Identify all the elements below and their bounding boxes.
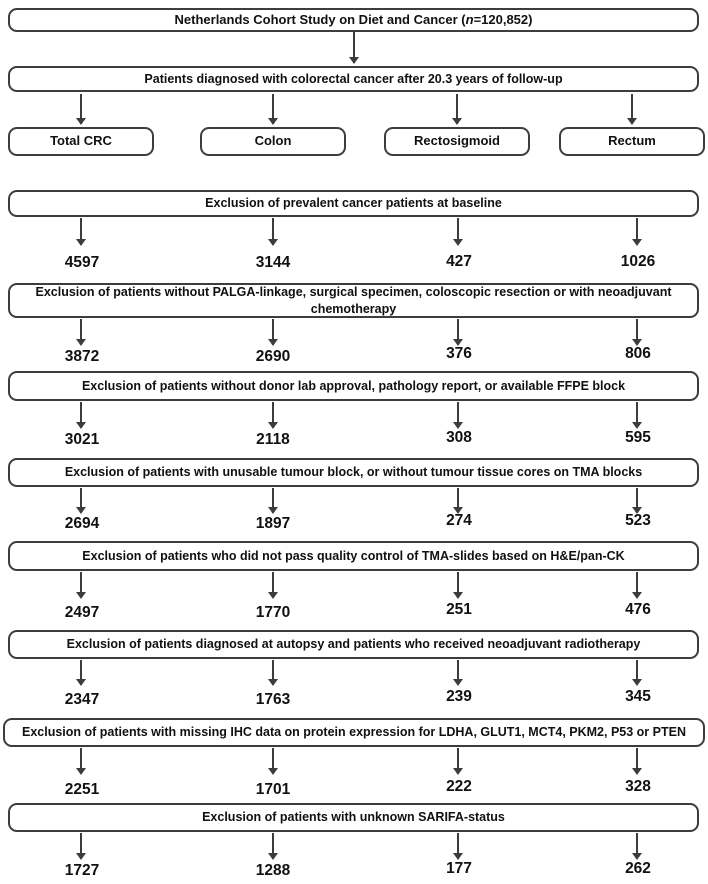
diagnosis-label: Patients diagnosed with colorectal cance… [144,71,563,86]
count-value: 1727 [64,862,100,879]
flow-arrow-icon [626,94,638,125]
column-label: Total CRC [50,133,112,149]
exclusion-step-box: Exclusion of prevalent cancer patients a… [8,190,699,217]
count-value: 427 [446,253,472,270]
column-header-total-crc: Total CRC [8,127,154,156]
exclusion-label: Exclusion of patients with unusable tumo… [64,465,643,480]
count-value: 1701 [255,781,291,798]
flow-arrow-icon [451,94,463,125]
flow-arrow-icon [75,402,87,429]
flow-arrow-icon [348,32,360,64]
flow-arrow-icon [267,319,279,346]
study-title-suffix: =120,852) [473,11,533,27]
column-header-rectum: Rectum [559,127,705,156]
count-value: 2690 [255,348,291,365]
exclusion-label: Exclusion of patients without donor lab … [81,378,626,393]
column-label: Colon [254,133,292,149]
flow-arrow-icon [452,402,464,429]
count-value: 308 [446,429,472,446]
exclusion-step-box: Exclusion of patients without PALGA-link… [8,283,699,318]
study-title-prefix: Netherlands Cohort Study on Diet and Can… [174,11,466,27]
exclusion-step-box: Exclusion of patients with unknown SARIF… [8,803,699,832]
flow-arrow-icon [75,572,87,599]
column-label: Rectosigmoid [414,133,500,149]
count-value: 476 [625,601,651,618]
diagnosis-box: Patients diagnosed with colorectal cance… [8,66,699,92]
flow-arrow-icon [75,218,87,246]
flow-arrow-icon [267,572,279,599]
count-value: 2497 [64,604,100,621]
count-value: 1763 [255,691,291,708]
count-value: 222 [446,778,472,795]
exclusion-label: Exclusion of patients without PALGA-link… [35,285,672,316]
exclusion-label: Exclusion of patients who did not pass q… [82,548,625,563]
column-header-rectosigmoid: Rectosigmoid [384,127,530,156]
flow-arrow-icon [452,833,464,860]
count-value: 3872 [64,348,100,365]
flow-arrow-icon [75,319,87,346]
flow-arrow-icon [75,748,87,775]
flow-arrow-icon [267,94,279,125]
count-value: 177 [446,860,472,877]
flow-arrow-icon [631,218,643,246]
flow-arrow-icon [452,218,464,246]
flow-arrow-icon [75,660,87,686]
count-value: 2118 [256,431,290,448]
study-population-box: Netherlands Cohort Study on Diet and Can… [8,8,699,32]
flow-arrow-icon [631,748,643,775]
count-value: 1288 [255,862,291,879]
exclusion-step-box: Exclusion of patients who did not pass q… [8,541,699,571]
exclusion-step-box: Exclusion of patients with unusable tumo… [8,458,699,487]
count-value: 1770 [255,604,291,621]
exclusion-step-box: Exclusion of patients diagnosed at autop… [8,630,699,659]
count-value: 595 [625,429,651,446]
flow-arrow-icon [631,402,643,429]
flow-arrow-icon [452,572,464,599]
exclusion-label: Exclusion of prevalent cancer patients a… [205,196,502,211]
count-value: 3021 [64,431,100,448]
exclusion-label: Exclusion of patients with unknown SARIF… [202,810,505,825]
flow-arrow-icon [631,833,643,860]
count-value: 2694 [64,515,100,532]
count-value: 251 [446,601,472,618]
exclusion-step-box: Exclusion of patients with missing IHC d… [3,718,705,747]
count-value: 1897 [255,515,291,532]
count-value: 806 [625,345,651,362]
flow-arrow-icon [75,94,87,125]
flow-arrow-icon [452,660,464,686]
flow-arrow-icon [267,833,279,860]
flow-arrow-icon [631,660,643,686]
flow-arrow-icon [267,748,279,775]
exclusion-step-box: Exclusion of patients without donor lab … [8,371,699,401]
count-value: 2251 [64,781,100,798]
count-value: 239 [446,688,472,705]
flow-arrow-icon [267,402,279,429]
count-value: 2347 [64,691,100,708]
count-value: 523 [625,512,651,529]
flow-arrow-icon [267,660,279,686]
flow-arrow-icon [267,488,279,514]
flow-arrow-icon [452,748,464,775]
count-value: 4597 [64,254,100,271]
flow-arrow-icon [631,488,643,514]
flow-arrow-icon [452,488,464,514]
flow-arrow-icon [75,488,87,514]
count-value: 345 [625,688,651,705]
count-value: 274 [446,512,472,529]
study-title-n: n [465,11,474,27]
count-value: 328 [625,778,651,795]
count-value: 262 [625,860,651,877]
flow-arrow-icon [631,319,643,346]
count-value: 1026 [620,253,656,270]
flow-arrow-icon [75,833,87,860]
flow-arrow-icon [267,218,279,246]
count-value: 376 [446,345,472,362]
exclusion-label: Exclusion of patients diagnosed at autop… [66,637,641,652]
column-label: Rectum [608,133,656,149]
column-header-colon: Colon [200,127,346,156]
flow-arrow-icon [452,319,464,346]
count-value: 3144 [255,254,291,271]
flow-arrow-icon [631,572,643,599]
exclusion-label: Exclusion of patients with missing IHC d… [22,725,686,740]
